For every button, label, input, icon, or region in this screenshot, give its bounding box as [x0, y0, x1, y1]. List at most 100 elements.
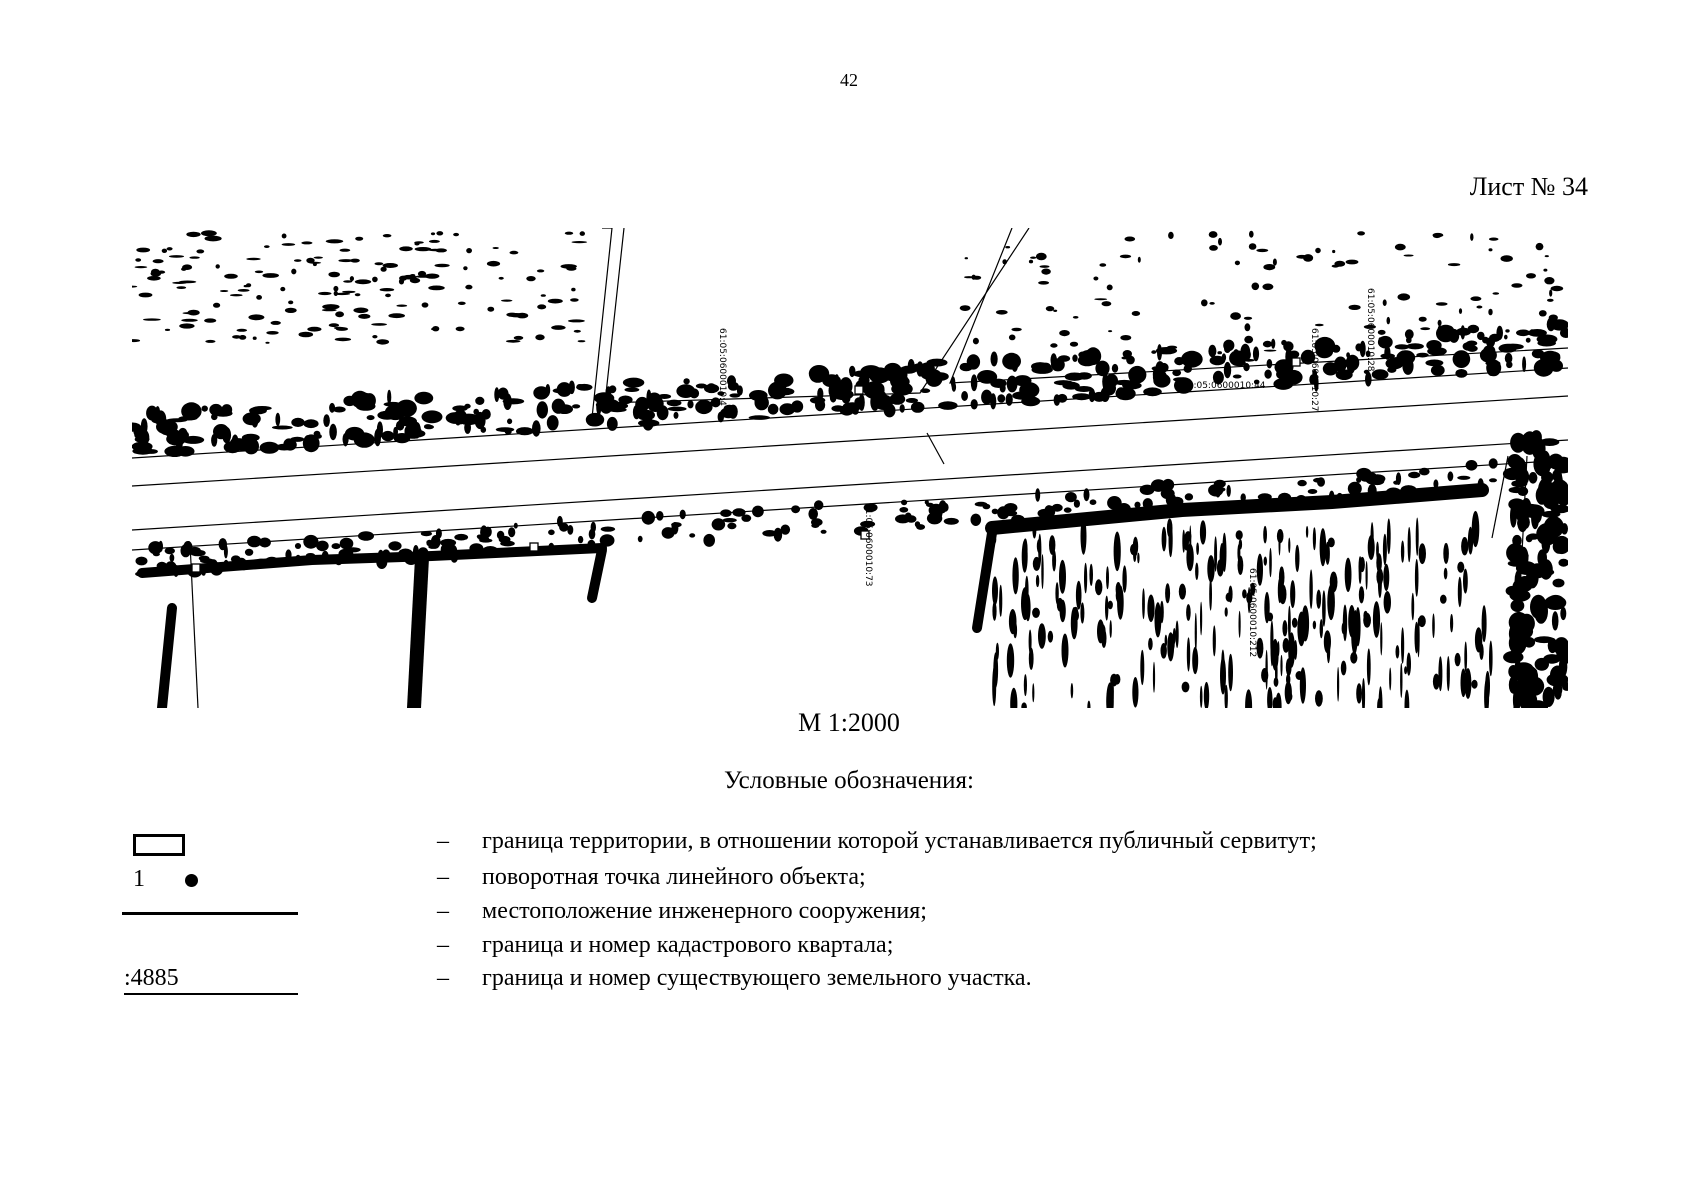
- vegetation-blob: [1551, 611, 1559, 631]
- vegetation-blob: [409, 277, 421, 284]
- vegetation-blob: [1172, 369, 1182, 377]
- vegetation-blob: [1160, 643, 1167, 659]
- vegetation-blob: [1327, 537, 1335, 548]
- vegetation-blob: [556, 404, 566, 413]
- vegetation-blob: [774, 373, 794, 388]
- vegetation-blob: [452, 405, 468, 412]
- vegetation-blob: [997, 506, 1010, 520]
- vegetation-blob: [899, 404, 905, 413]
- vegetation-blob: [266, 331, 279, 335]
- vegetation-blob: [254, 270, 264, 274]
- vegetation-blob: [1476, 305, 1483, 309]
- vegetation-blob: [1137, 256, 1141, 263]
- vegetation-blob: [345, 547, 361, 553]
- vegetation-blob: [1432, 673, 1440, 690]
- vegetation-blob: [1335, 369, 1353, 380]
- vegetation-blob: [1465, 460, 1478, 471]
- vegetation-blob: [679, 509, 686, 520]
- vegetation-blob: [1108, 330, 1113, 333]
- legend-row-engineering-structure: – местоположение инженерного сооружения;: [0, 898, 1698, 930]
- vegetation-blob: [1443, 542, 1449, 564]
- vegetation-blob: [905, 398, 919, 403]
- vegetation-blob: [1208, 231, 1218, 238]
- vegetation-blob: [1512, 580, 1521, 593]
- vegetation-blob: [161, 248, 168, 253]
- vegetation-blob: [1069, 341, 1079, 347]
- vegetation-blob: [1527, 329, 1547, 337]
- vegetation-blob: [1041, 268, 1051, 275]
- vegetation-blob: [318, 291, 332, 296]
- vegetation-blob: [607, 407, 627, 413]
- vegetation-blob: [366, 415, 375, 421]
- vegetation-blob: [636, 409, 655, 421]
- vegetation-blob: [1457, 561, 1465, 573]
- vegetation-blob: [421, 410, 443, 424]
- sheet-number: Лист № 34: [1469, 172, 1588, 201]
- vegetation-blob: [995, 310, 1008, 315]
- vegetation-blob: [1032, 683, 1035, 703]
- vegetation-blob: [415, 275, 432, 278]
- vegetation-blob: [382, 263, 398, 268]
- vegetation-blob: [1010, 687, 1018, 708]
- vegetation-blob: [1511, 283, 1523, 288]
- vegetation-blob: [1160, 488, 1175, 500]
- vegetation-blob: [291, 268, 297, 275]
- vegetation-blob: [243, 437, 259, 455]
- vegetation-blob: [860, 365, 882, 379]
- vegetation-blob: [385, 293, 391, 298]
- vegetation-blob: [1544, 255, 1549, 258]
- vegetation-blob: [1315, 344, 1334, 359]
- vegetation-blob: [445, 412, 466, 424]
- vegetation-blob: [632, 404, 641, 420]
- vegetation-blob: [1295, 544, 1300, 573]
- vegetation-blob: [722, 518, 737, 523]
- vegetation-blob: [717, 391, 725, 396]
- vegetation-blob: [576, 384, 584, 389]
- vegetation-blob: [572, 404, 581, 409]
- vegetation-blob: [1345, 259, 1359, 265]
- vegetation-blob: [1471, 679, 1478, 689]
- vegetation-blob: [1201, 299, 1208, 307]
- vegetation-blob: [1080, 517, 1087, 555]
- vegetation-blob: [246, 257, 261, 261]
- vegetation-blob: [1358, 586, 1365, 604]
- structure-line-symbol: [122, 912, 298, 915]
- vegetation-blob: [1440, 594, 1447, 604]
- vegetation-blob: [294, 259, 302, 262]
- vegetation-blob: [1319, 528, 1327, 567]
- map-drawing: 61:05:0600010:28 61:05:0600010:27 61:05:…: [132, 228, 1568, 708]
- vegetation-blob: [1122, 565, 1127, 593]
- vegetation-blob: [1484, 678, 1490, 708]
- vegetation-blob: [1155, 361, 1165, 375]
- vegetation-blob: [1332, 249, 1336, 254]
- vegetation-blob: [1028, 259, 1034, 264]
- vegetation-blob: [1164, 634, 1168, 647]
- vegetation-blob: [1383, 591, 1392, 614]
- vegetation-blob: [1551, 514, 1559, 532]
- vegetation-blob: [894, 376, 910, 388]
- vegetation-blob: [560, 264, 577, 269]
- vegetation-blob: [567, 525, 574, 535]
- vegetation-blob: [1238, 539, 1243, 550]
- vegetation-blob: [1516, 329, 1531, 337]
- road-corridor-lines: [132, 367, 1568, 551]
- vegetation-blob: [1226, 484, 1231, 497]
- vegetation-blob: [964, 257, 968, 260]
- vegetation-blob: [223, 544, 228, 559]
- vegetation-blob: [1035, 574, 1040, 588]
- vegetation-blob: [1408, 471, 1421, 479]
- cadastral-labels: 61:05:0600010:28 61:05:0600010:27 61:05:…: [717, 288, 1375, 657]
- vegetation-blob: [431, 327, 438, 331]
- parcel-number-symbol: :4885: [124, 965, 179, 991]
- vegetation-blob: [1532, 505, 1542, 524]
- vegetation-blob: [1366, 648, 1371, 686]
- vegetation-blob: [1240, 343, 1251, 361]
- vegetation-blob: [959, 305, 971, 311]
- vegetation-blob: [215, 264, 220, 269]
- vegetation-blob: [1356, 476, 1362, 483]
- vegetation-blob: [1008, 334, 1016, 341]
- cadastral-label: 61:05:0600010:4: [717, 328, 727, 406]
- vegetation-blob: [1538, 310, 1547, 317]
- vegetation-blob: [1050, 343, 1058, 348]
- vegetation-blob: [1462, 342, 1475, 351]
